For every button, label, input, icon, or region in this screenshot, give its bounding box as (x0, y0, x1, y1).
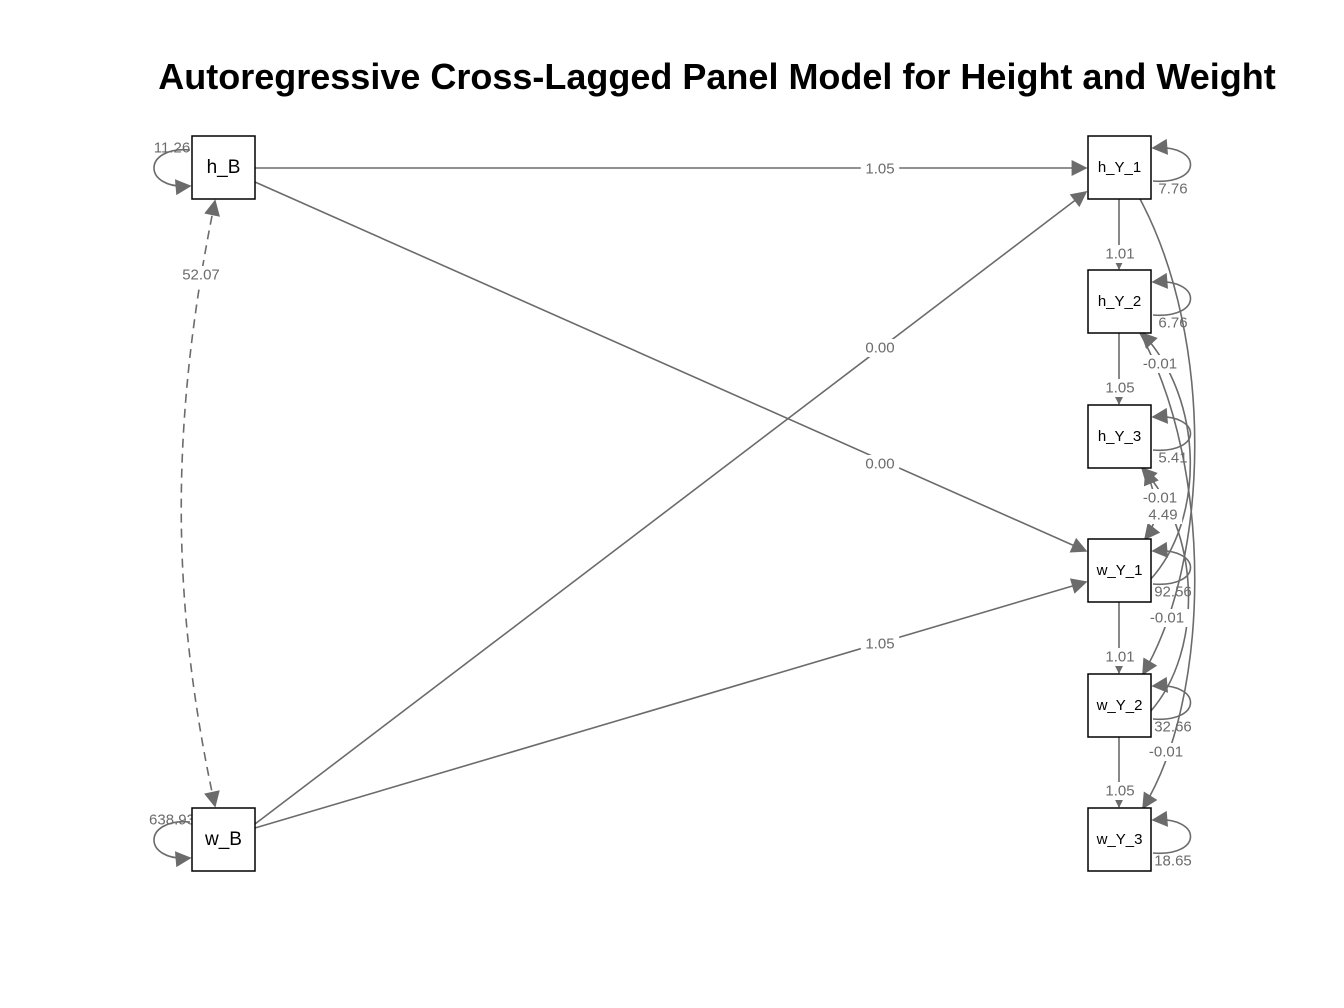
variance-loop-h_Y_3 (1151, 407, 1192, 451)
node-label-w_B: w_B (204, 829, 242, 850)
node-h_Y_2: h_Y_2 (1087, 269, 1152, 334)
path-label-h_Y_2-to-h_Y_3: 1.05 (1105, 380, 1134, 397)
path-label-w_Y_1-to-h_Y_2-bg (1136, 355, 1184, 373)
variance-loop-h_Y_2 (1151, 272, 1192, 316)
node-box-h_Y_3 (1087, 404, 1152, 469)
path-h_B-to-w_Y_1 (254, 181, 1088, 553)
node-h_Y_1: h_Y_1 (1087, 135, 1152, 200)
variance-loop-h_B (153, 149, 192, 196)
path-label-w_Y_1-to-h_Y_2: -0.01 (1143, 356, 1177, 373)
path-label-h_Y_1-to-h_Y_2-bg (1100, 245, 1140, 263)
path-w_B-to-w_Y_1 (254, 578, 1088, 829)
covariance-label-h_B-w_B-bg (177, 266, 225, 284)
node-box-h_Y_1 (1087, 135, 1152, 200)
node-w_Y_1: w_Y_1 (1087, 538, 1152, 603)
node-box-w_Y_1 (1087, 538, 1152, 603)
variance-label-h_Y_2: 6.76 (1158, 315, 1187, 332)
covariance-label-h_Y_1-w_Y_1-bg (1143, 506, 1183, 524)
nodes-layer: h_B w_B h_Y_1 h_Y_2 h_Y_3 w_Y_1 w_Y_2 w_Y_3 (191, 135, 1152, 872)
node-label-h_B: h_B (207, 157, 241, 178)
path-label-h_B-to-w_Y_1: 0.00 (865, 456, 894, 473)
path-label-h_Y_1-to-w_Y_2-bg (1143, 609, 1191, 627)
path-label-w_Y_2-to-h_Y_3: -0.01 (1143, 490, 1177, 507)
path-label-h_Y_1-to-w_Y_2: -0.01 (1150, 610, 1184, 627)
path-label-h_Y_1-to-h_Y_2: 1.01 (1105, 246, 1134, 263)
node-box-h_Y_2 (1087, 269, 1152, 334)
node-h_B: h_B (191, 135, 256, 200)
variance-label-w_Y_1: 92.56 (1154, 584, 1192, 601)
node-label-h_Y_2: h_Y_2 (1098, 293, 1141, 310)
path-label-w_Y_1-to-w_Y_2-bg (1100, 648, 1140, 666)
path-label-w_B-to-w_Y_1: 1.05 (865, 636, 894, 653)
node-label-w_Y_1: w_Y_1 (1096, 562, 1143, 579)
node-h_Y_3: h_Y_3 (1087, 404, 1152, 469)
variance-loop-h_Y_1 (1151, 138, 1192, 182)
node-label-w_Y_3: w_Y_3 (1096, 831, 1143, 848)
path-label-w_B-to-h_Y_1-bg (860, 339, 900, 357)
path-label-w_Y_2-to-w_Y_3: 1.05 (1105, 783, 1134, 800)
variance-label-h_Y_1: 7.76 (1158, 181, 1187, 198)
node-box-h_B (191, 135, 256, 200)
node-box-w_B (191, 807, 256, 872)
edges-layer (153, 138, 1196, 868)
path-label-h_Y_2-to-h_Y_3-bg (1100, 379, 1140, 397)
node-label-h_Y_3: h_Y_3 (1098, 428, 1141, 445)
path-label-w_B-to-h_Y_1: 0.00 (865, 340, 894, 357)
variance-loop-w_Y_3 (1151, 810, 1192, 854)
variance-label-h_Y_3: 5.41 (1158, 450, 1187, 467)
path-label-w_Y_2-to-h_Y_3-bg (1136, 489, 1184, 507)
variance-label-h_B: 11.26 (154, 140, 190, 157)
covariance-label-h_B-w_B: 52.07 (182, 267, 220, 284)
path-label-w_Y_2-to-w_Y_3-bg (1100, 782, 1140, 800)
path-label-h_B-to-w_Y_1-bg (860, 455, 900, 473)
path-label-h_B-to-h_Y_1-bg (860, 160, 900, 178)
path-label-h_Y_2-to-w_Y_3-bg (1142, 743, 1190, 761)
variance-loop-w_B (153, 821, 192, 868)
covariance-label-h_Y_1-w_Y_1: 4.49 (1148, 507, 1177, 524)
node-box-w_Y_3 (1087, 807, 1152, 872)
variance-label-w_B: 638.93 (149, 812, 195, 829)
node-w_Y_2: w_Y_2 (1087, 673, 1152, 738)
path-w_B-to-h_Y_1 (254, 191, 1088, 825)
node-w_B: w_B (191, 807, 256, 872)
variance-loop-w_Y_1 (1151, 541, 1192, 585)
node-label-h_Y_1: h_Y_1 (1098, 159, 1141, 176)
node-w_Y_3: w_Y_3 (1087, 807, 1152, 872)
variance-loop-w_Y_2 (1151, 676, 1192, 720)
diagram-title: Autoregressive Cross-Lagged Panel Model … (158, 56, 1276, 97)
path-label-w_B-to-w_Y_1-bg (860, 635, 900, 653)
path-label-h_B-to-h_Y_1: 1.05 (865, 161, 894, 178)
edge-labels-layer: 1.05 0.00 0.00 1.05 1.01 1.05 1.01 1.05 -0.01 -0.… (149, 140, 1192, 870)
path-label-w_Y_1-to-w_Y_2: 1.01 (1105, 649, 1134, 666)
node-box-w_Y_2 (1087, 673, 1152, 738)
node-label-w_Y_2: w_Y_2 (1096, 697, 1143, 714)
variance-label-w_Y_2: 32.66 (1154, 719, 1192, 736)
variance-label-w_Y_3: 18.65 (1154, 853, 1192, 870)
covariance-h_B-w_B (180, 199, 220, 808)
path-label-h_Y_2-to-w_Y_3: -0.01 (1149, 744, 1183, 761)
